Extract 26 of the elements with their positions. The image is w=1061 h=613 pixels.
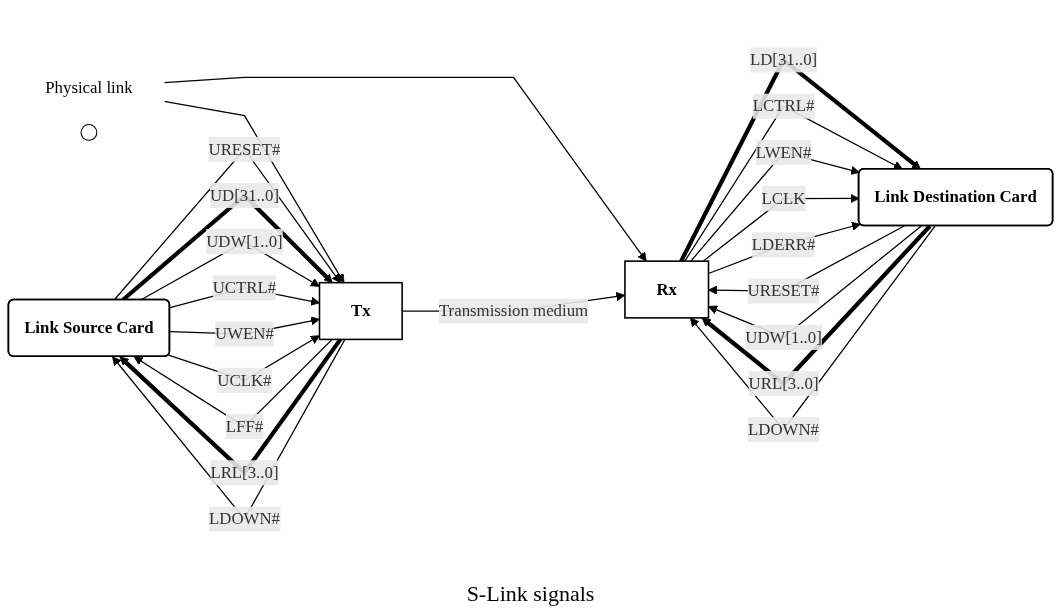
edge-label: Transmission medium xyxy=(438,301,589,320)
caption: S-Link signals xyxy=(466,581,595,607)
edge-label: UDW[1..0] xyxy=(745,327,822,346)
edge-label: LFF# xyxy=(225,417,264,435)
edge-label: LWEN# xyxy=(755,142,812,161)
edge-label: LDOWN# xyxy=(748,420,820,439)
edge-label: LRL[3..0] xyxy=(210,463,279,482)
edge-label: LDERR# xyxy=(751,235,816,254)
edge-label: UCLK# xyxy=(217,370,272,389)
edge-label: LDOWN# xyxy=(208,509,280,528)
node-box xyxy=(624,260,710,319)
arrow xyxy=(708,225,905,295)
edge-label: LCLK xyxy=(761,189,806,208)
edge-label: UCTRL# xyxy=(212,278,277,297)
edge-label: URL[3..0] xyxy=(748,374,819,392)
edge-label: LCTRL# xyxy=(752,96,815,115)
signal-diagram: URESET# UD[31..0] UDW[1..0] UCTRL# UWEN# UCLK# LFF# LRL[3..0] LDOWN# Transmission medium LD[31..0] LCTRL# LWEN# LCLK LDERR# URESET# UDW[1..0] URL[3..0] LDOWN# Link Source Card Tx Rx Link Destination Card Physical link xyxy=(0,0,1061,579)
node-circle xyxy=(80,124,98,141)
edge-label: URESET# xyxy=(747,281,820,300)
node-box xyxy=(318,281,403,341)
edge-label: UWEN# xyxy=(215,324,274,343)
edge-label: LD[31..0] xyxy=(749,50,818,69)
edge-label: UD[31..0] xyxy=(209,186,279,204)
edge-label: URESET# xyxy=(208,139,281,158)
node-text: Physical link xyxy=(45,78,133,97)
edge-label: UDW[1..0] xyxy=(206,232,283,251)
